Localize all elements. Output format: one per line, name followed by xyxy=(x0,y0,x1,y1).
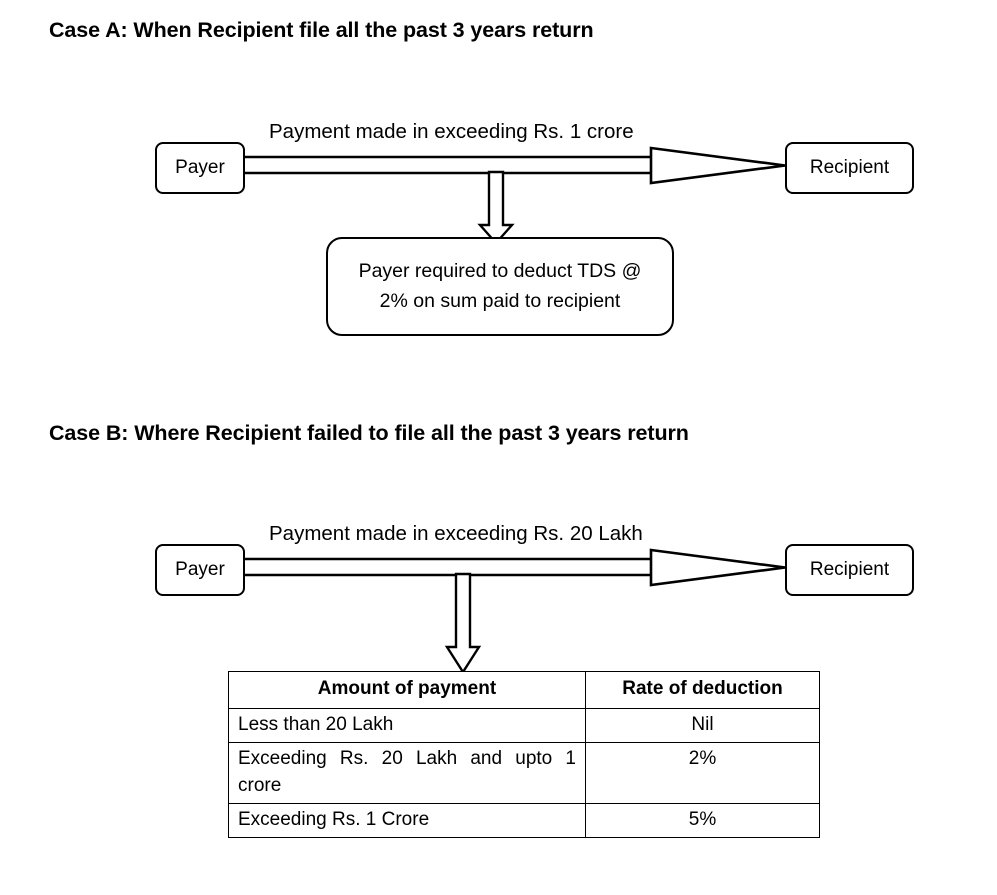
case-a-payer-node[interactable]: Payer xyxy=(155,142,245,194)
table-row: Less than 20 Lakh Nil xyxy=(228,707,820,743)
case-a-tds-note-line-1: Payer required to deduct TDS @ xyxy=(358,260,642,283)
table-cell-amount: Less than 20 Lakh xyxy=(228,707,586,743)
case-a-tds-note-line-2: 2% on sum paid to recipient xyxy=(379,289,621,312)
table-cell-rate: 5% xyxy=(585,802,820,838)
table-cell-rate: Nil xyxy=(585,707,820,743)
table-row: Exceeding Rs. 1 Crore 5% xyxy=(228,802,820,838)
case-a-diagram: Payer Recipient Payment made in exceedin… xyxy=(0,110,997,360)
case-b-payer-label: Payer xyxy=(175,559,225,580)
case-b-heading: Case B: Where Recipient failed to file a… xyxy=(49,421,689,445)
case-b-flow-arrows xyxy=(245,548,786,675)
table-row: Exceeding Rs. 20 Lakh and upto 1 crore 2… xyxy=(228,741,820,804)
case-a-heading: Case A: When Recipient file all the past… xyxy=(49,18,594,42)
case-b-diagram: Payer Recipient Payment made in exceedin… xyxy=(0,512,997,842)
case-a-payer-label: Payer xyxy=(175,157,225,178)
case-a-tds-note: Payer required to deduct TDS @ 2% on sum… xyxy=(326,237,674,336)
case-b-payer-node[interactable]: Payer xyxy=(155,544,245,596)
case-b-recipient-label: Recipient xyxy=(809,559,890,580)
case-b-recipient-node[interactable]: Recipient xyxy=(785,544,914,596)
table-cell-rate: 2% xyxy=(585,741,820,804)
table-header-amount: Amount of payment xyxy=(228,671,586,709)
table-cell-amount: Exceeding Rs. 20 Lakh and upto 1 crore xyxy=(228,741,586,804)
table-cell-amount: Exceeding Rs. 1 Crore xyxy=(228,802,586,838)
case-a-recipient-node[interactable]: Recipient xyxy=(785,142,914,194)
case-a-flow-label: Payment made in exceeding Rs. 1 crore xyxy=(269,120,634,143)
case-b-flow-label: Payment made in exceeding Rs. 20 Lakh xyxy=(269,522,643,545)
table-header-row: Amount of payment Rate of deduction xyxy=(228,671,820,709)
table-header-rate: Rate of deduction xyxy=(585,671,820,709)
deduction-rate-table: Amount of payment Rate of deduction Less… xyxy=(228,671,820,838)
case-a-flow-arrows xyxy=(245,146,786,245)
case-a-recipient-label: Recipient xyxy=(809,157,890,178)
